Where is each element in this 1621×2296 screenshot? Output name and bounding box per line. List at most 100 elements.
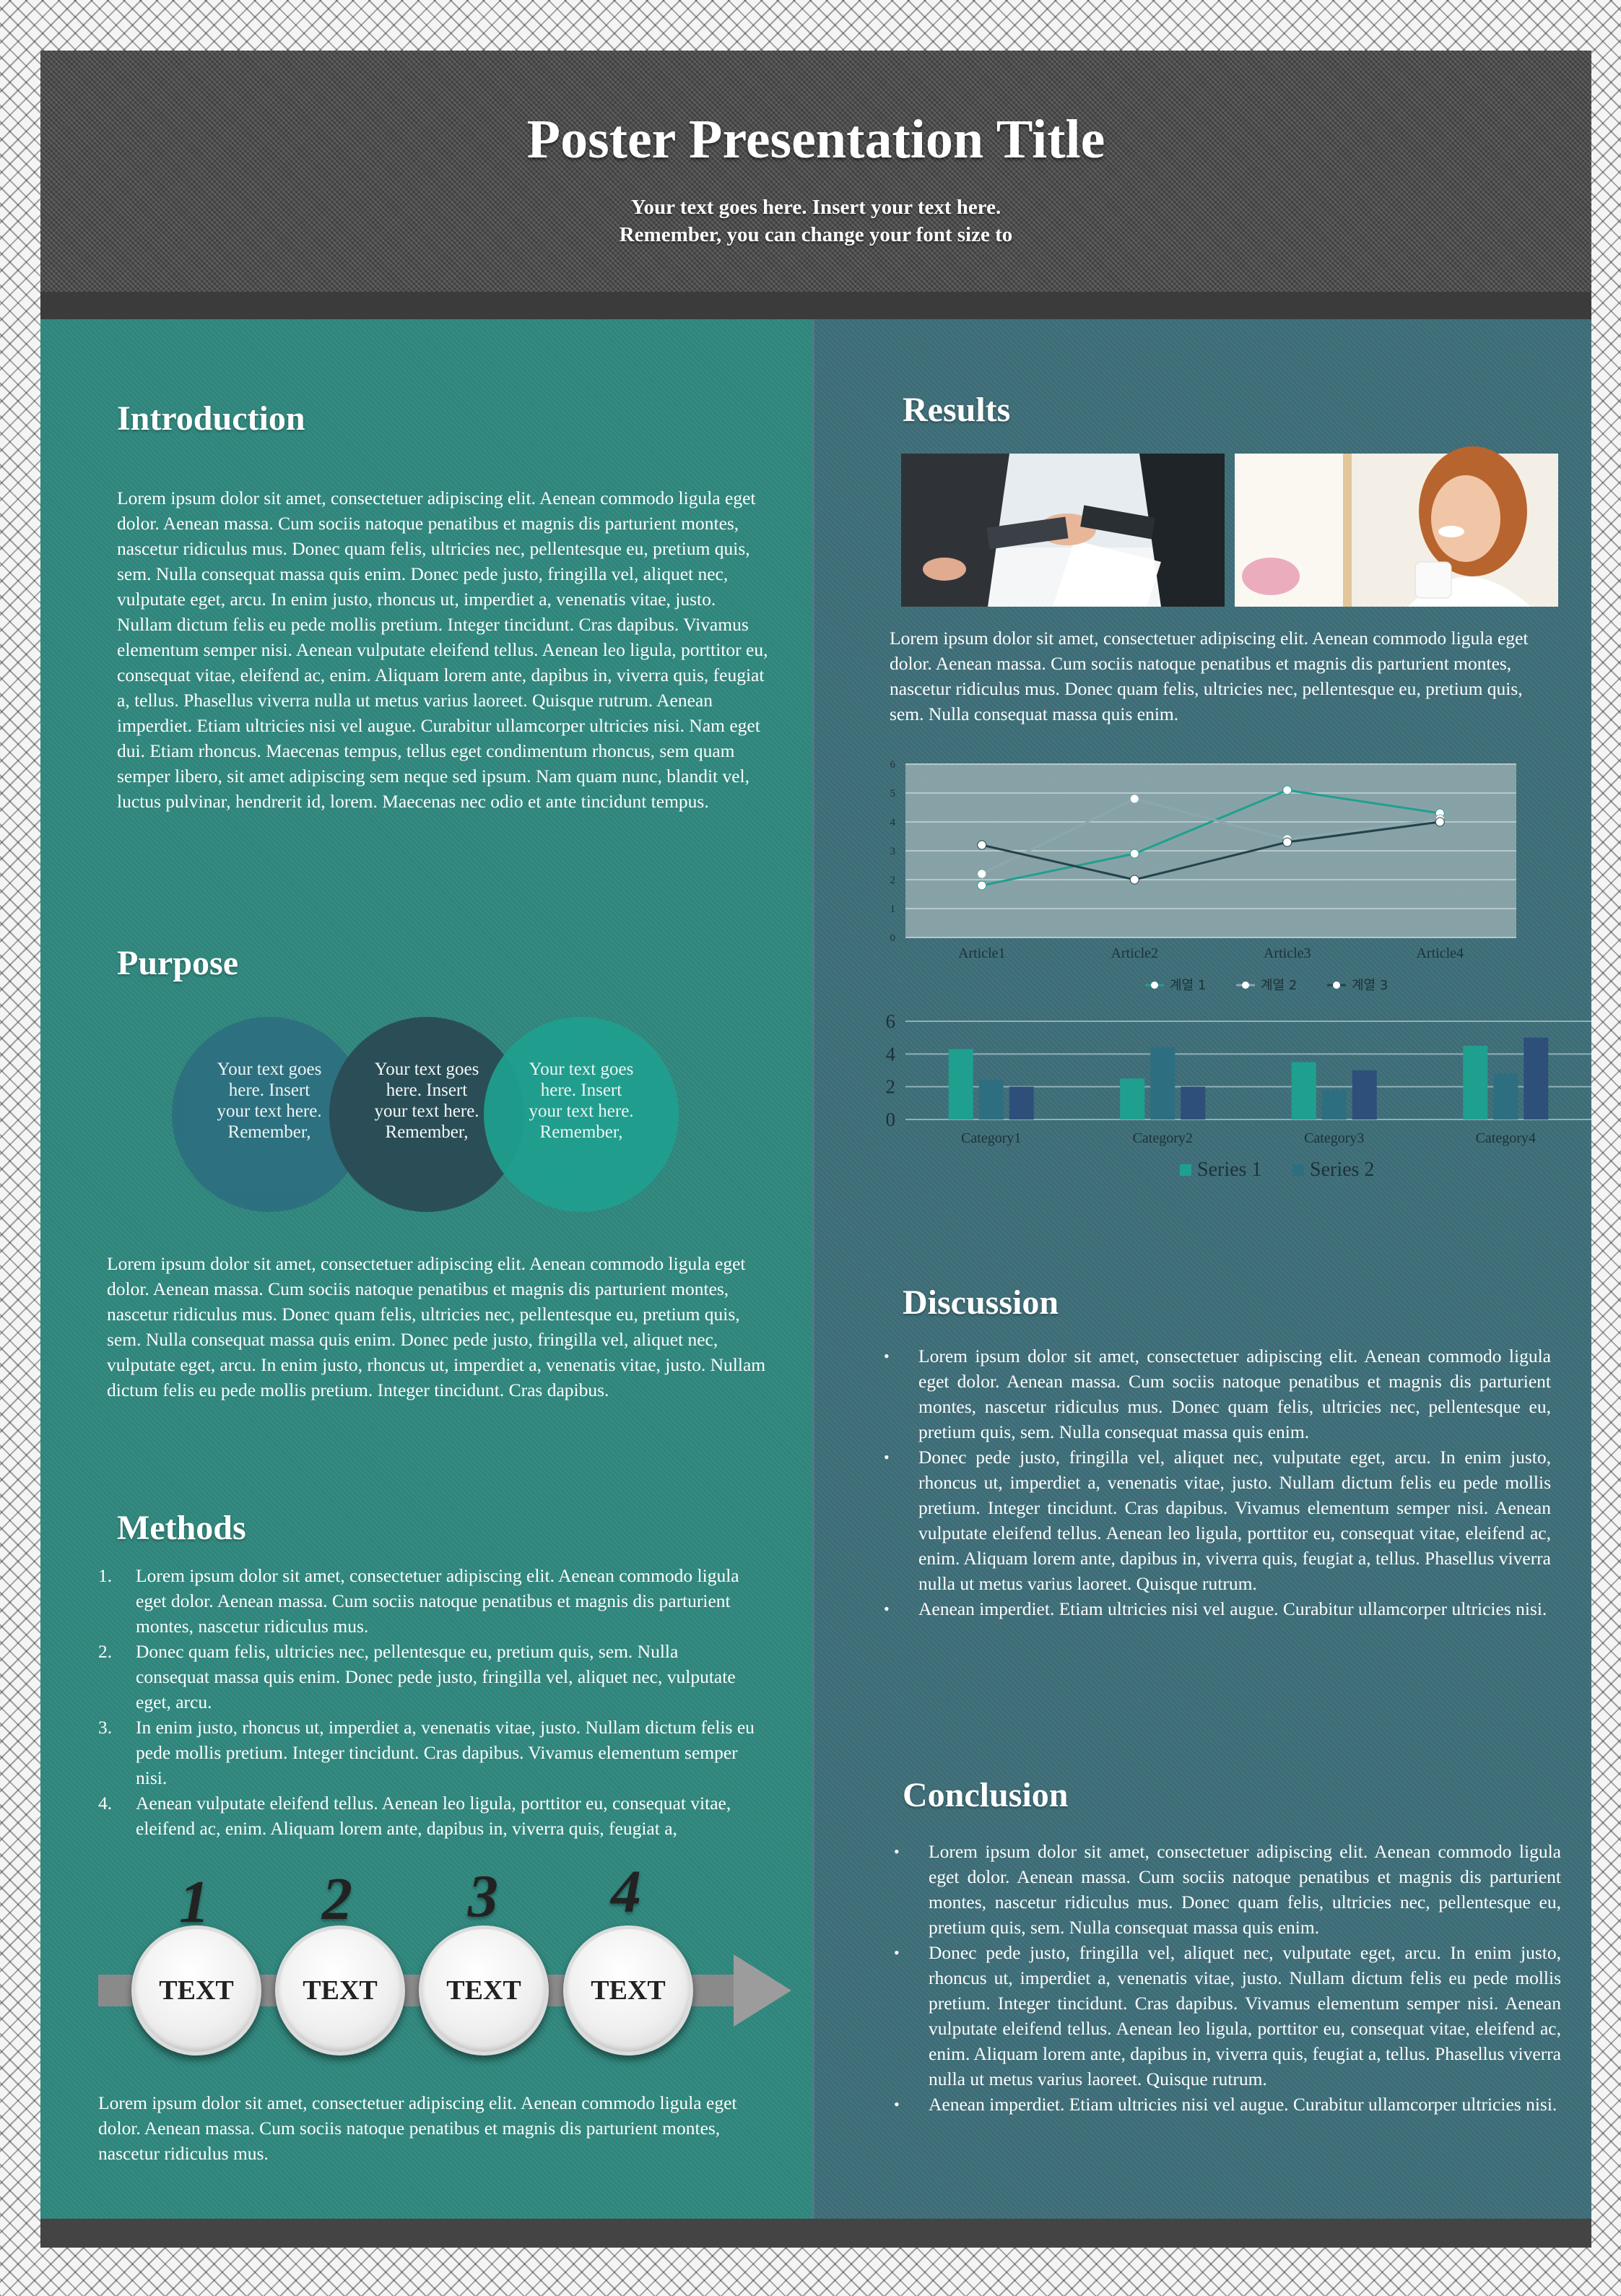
methods-item-4-text: Aenean vulputate eleifend tellus. Aenean…	[136, 1793, 731, 1839]
methods-item-2-text: Donec quam felis, ultricies nec, pellent…	[136, 1641, 736, 1712]
bar-chart-ytick-label: 6	[886, 1010, 896, 1032]
bar-series-1-bar	[1463, 1046, 1488, 1119]
line-series-3-point	[1435, 817, 1445, 827]
line-chart-ytick-label: 4	[890, 817, 896, 828]
handshake-photo	[901, 454, 1225, 607]
purpose-circle-3-text: Your text goes here. Insert your text he…	[529, 1060, 634, 1142]
methods-list: 1.Lorem ipsum dolor sit amet, consectetu…	[98, 1563, 755, 1841]
line-chart-xtick-label: Article1	[958, 945, 1006, 961]
right-column: Results	[812, 319, 1591, 2219]
bar-series-1-bar	[1120, 1078, 1145, 1119]
bar-chart-xtick-label: Category1	[961, 1130, 1021, 1146]
step-1-number: 1	[179, 1868, 209, 1936]
bar-legend-swatch-1	[1180, 1164, 1191, 1176]
methods-item-3-num: 3.	[98, 1717, 113, 1738]
line-series-3-point	[1129, 875, 1139, 885]
conclusion-bullet-1: Lorem ipsum dolor sit amet, consectetuer…	[894, 1839, 1561, 1940]
discussion-bullet-1: Lorem ipsum dolor sit amet, consectetuer…	[884, 1343, 1551, 1444]
introduction-heading: Introduction	[117, 399, 305, 438]
line-legend-marker-1	[1151, 982, 1158, 989]
line-chart-xtick-label: Article2	[1111, 945, 1158, 961]
bar-chart-ytick-label: 2	[886, 1076, 896, 1098]
line-series-1-line	[981, 789, 1440, 887]
line-series-1-point	[977, 880, 987, 891]
woman-coffee-photo	[1235, 446, 1558, 607]
discussion-list: Lorem ipsum dolor sit amet, consectetuer…	[884, 1343, 1551, 1621]
bar-series-2-bar	[1493, 1073, 1518, 1119]
purpose-circle-3: Your text goes here. Insert your text he…	[484, 1017, 679, 1212]
header-divider	[40, 292, 1591, 319]
purpose-heading: Purpose	[117, 944, 238, 982]
line-chart-ytick-label: 1	[890, 904, 896, 915]
woman-coffee-image	[1235, 446, 1558, 607]
line-legend-marker-2	[1242, 982, 1249, 989]
subtitle-line-1: Your text goes here. Insert your text he…	[630, 196, 1001, 219]
subtitle-line-2: Remember, you can change your font size …	[619, 223, 1013, 246]
bar-series-2-bar	[1150, 1047, 1175, 1119]
step-2-number: 2	[322, 1866, 352, 1933]
discussion-bullet-2: Donec pede justo, fringilla vel, aliquet…	[884, 1444, 1551, 1596]
methods-item-3: 3. In enim justo, rhoncus ut, imperdiet a…	[98, 1715, 755, 1790]
methods-item-4-num: 4.	[98, 1793, 113, 1814]
step-2-circle: TEXT	[275, 1925, 405, 2055]
line-chart-ytick-label: 3	[890, 846, 896, 857]
line-legend-marker-3	[1333, 982, 1340, 989]
line-series-2-point	[977, 869, 987, 879]
left-column: Introduction Lorem ipsum dolor sit amet,…	[40, 319, 812, 2219]
methods-item-1: 1.Lorem ipsum dolor sit amet, consectetu…	[98, 1563, 755, 1639]
step-4-circle: TEXT	[563, 1925, 693, 2055]
bar-series-3-bar	[1352, 1070, 1377, 1119]
poster: Poster Presentation Title Your text goes…	[40, 51, 1591, 2248]
methods-item-1-text: Lorem ipsum dolor sit amet, consectetuer…	[136, 1565, 739, 1637]
bar-legend-label-2: Series 2	[1310, 1158, 1374, 1181]
discussion-heading: Discussion	[903, 1283, 1059, 1322]
conclusion-list: Lorem ipsum dolor sit amet, consectetuer…	[894, 1839, 1561, 2117]
line-series-1-point	[1282, 785, 1292, 795]
step-3-circle: TEXT	[419, 1925, 549, 2055]
bar-chart-xtick-label: Category3	[1304, 1130, 1364, 1146]
line-series-3-line	[981, 820, 1440, 881]
line-chart-ytick-label: 6	[890, 759, 896, 771]
methods-item-2: 2. Donec quam felis, ultricies nec, pelle…	[98, 1639, 755, 1715]
introduction-body: Lorem ipsum dolor sit amet, consectetuer…	[117, 488, 768, 812]
line-series-1-point	[1129, 849, 1139, 859]
results-heading: Results	[903, 391, 1011, 429]
conclusion-heading: Conclusion	[903, 1776, 1069, 1814]
discussion-bullet-3: Aenean imperdiet. Etiam ultricies nisi v…	[884, 1596, 1551, 1621]
step-1-circle: TEXT	[131, 1925, 261, 2055]
line-series-2-line	[981, 797, 1440, 875]
methods-item-4: 4. Aenean vulputate eleifend tellus. Aene…	[98, 1790, 755, 1841]
line-chart-xtick-label: Article3	[1264, 945, 1311, 961]
line-chart-ytick-label: 0	[890, 932, 896, 944]
poster-title: Poster Presentation Title	[526, 109, 1105, 170]
footer-divider	[40, 2219, 1591, 2248]
purpose-circle-2-text: Your text goes here. Insert your text he…	[374, 1060, 479, 1142]
poster-header: Poster Presentation Title Your text goes…	[40, 51, 1591, 292]
poster-subtitle: Your text goes here. Insert your text he…	[40, 194, 1591, 248]
bar-chart-xtick-label: Category4	[1476, 1130, 1536, 1146]
step-4-number: 4	[611, 1858, 641, 1925]
methods-item-2-num: 2.	[98, 1641, 113, 1662]
bar-series-3-bar	[1181, 1086, 1206, 1119]
bar-series-1-bar	[948, 1049, 973, 1119]
purpose-circle-1-text: Your text goes here. Insert your text he…	[217, 1060, 322, 1142]
line-legend-label-3: 계열 3	[1352, 978, 1388, 993]
methods-item-3-text: In enim justo, rhoncus ut, imperdiet a, …	[136, 1717, 755, 1788]
bar-chart-ytick-label: 4	[886, 1043, 896, 1065]
line-chart-ytick-label: 5	[890, 788, 896, 800]
line-series-2-point	[1129, 794, 1139, 804]
step-3-number: 3	[468, 1863, 498, 1930]
bar-series-2-bar	[978, 1080, 1004, 1119]
line-chart-xtick-label: Article4	[1416, 945, 1464, 961]
results-body: Lorem ipsum dolor sit amet, consectetuer…	[890, 628, 1529, 724]
bar-chart-xtick-label: Category2	[1133, 1130, 1193, 1146]
methods-body: Lorem ipsum dolor sit amet, consectetuer…	[98, 2092, 737, 2164]
process-arrow-head	[734, 1954, 791, 2027]
bar-series-3-bar	[1524, 1037, 1549, 1119]
bar-chart-ytick-label: 0	[886, 1109, 896, 1130]
line-series-3-point	[977, 840, 987, 850]
line-legend-label-2: 계열 2	[1261, 978, 1297, 993]
methods-heading: Methods	[117, 1509, 246, 1547]
